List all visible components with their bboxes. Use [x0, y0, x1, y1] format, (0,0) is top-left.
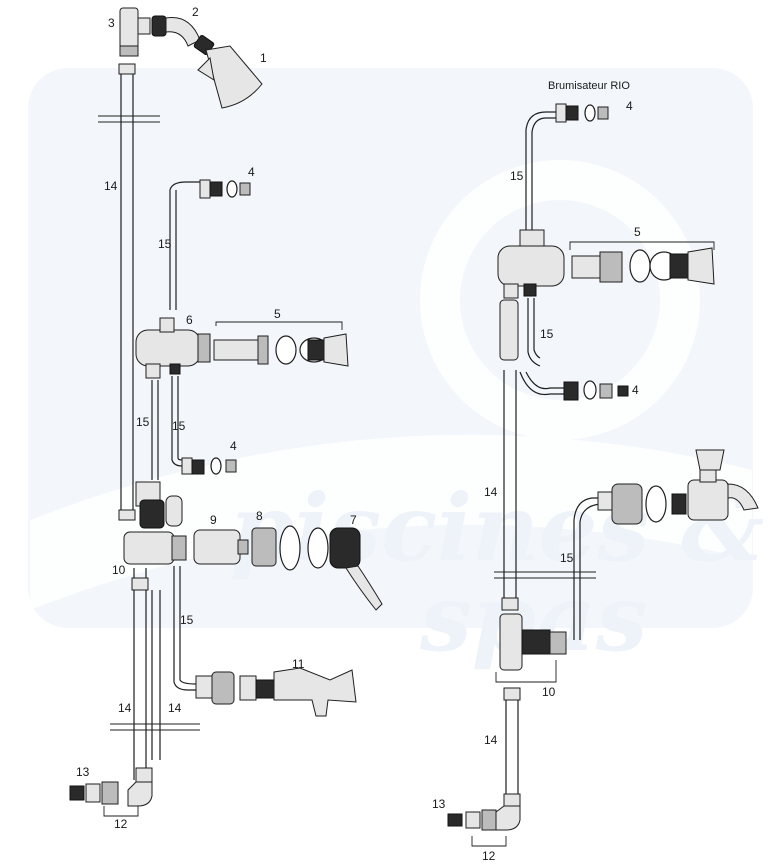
left-upper-flex-hose [169, 179, 251, 310]
part-2-shower-arm [151, 15, 215, 56]
label-14d: 14 [484, 485, 498, 499]
part-5-cartridge-right [569, 241, 715, 285]
right-mixer-body [497, 229, 565, 299]
label-7: 7 [350, 513, 357, 527]
part-1-shower-head [197, 45, 263, 109]
label-15f: 15 [540, 327, 554, 341]
left-bottom-fittings [69, 767, 153, 817]
part-9-cartridge [193, 529, 249, 565]
part-3-elbow [119, 7, 151, 57]
title-brumisateur: Brumisateur RIO [548, 80, 630, 92]
label-15a: 15 [158, 237, 172, 251]
right-tee-10 [495, 613, 567, 683]
right-hose-to-valve [573, 449, 759, 640]
label-15b: 15 [136, 415, 150, 429]
left-middle-hoses [151, 376, 237, 480]
label-10b: 10 [542, 685, 556, 699]
left-lower-pipes [110, 568, 200, 780]
label-4c: 4 [626, 99, 633, 113]
label-3: 3 [108, 16, 115, 30]
label-12b: 12 [482, 849, 496, 863]
label-4d: 4 [632, 383, 639, 397]
label-5a: 5 [274, 307, 281, 321]
part-5-cartridge-left [213, 321, 349, 367]
part-8-nut [251, 527, 277, 567]
part-7-lever [279, 525, 383, 611]
label-14c: 14 [168, 701, 182, 715]
part-6-mixer-body [135, 317, 211, 379]
watermark-line2: spas [419, 564, 648, 672]
label-13a: 13 [76, 765, 90, 779]
left-lower-hose [173, 566, 275, 705]
label-12a: 12 [114, 817, 128, 831]
label-5b: 5 [634, 225, 641, 239]
part-11-spout [273, 667, 357, 717]
part-labels: 1 2 3 4 4 5 6 7 8 9 10 11 12 13 14 14 14… [76, 5, 641, 863]
label-15d: 15 [180, 613, 194, 627]
label-4a: 4 [248, 165, 255, 179]
label-2: 2 [192, 5, 199, 19]
label-15e: 15 [510, 169, 524, 183]
label-11: 11 [292, 657, 305, 671]
right-main-pipe [494, 370, 596, 611]
right-lower-pipe [503, 687, 521, 807]
part-10-mixer [123, 481, 187, 565]
label-14e: 14 [484, 733, 498, 747]
label-6: 6 [186, 313, 193, 327]
label-4b: 4 [230, 439, 237, 453]
left-vertical-pipe [98, 63, 160, 521]
right-bottom-fittings [447, 805, 521, 847]
label-13b: 13 [432, 797, 446, 811]
label-14b: 14 [118, 701, 132, 715]
label-15g: 15 [560, 551, 574, 565]
label-14a: 14 [104, 179, 118, 193]
right-upper-hose [525, 103, 609, 232]
label-1: 1 [260, 51, 267, 65]
label-15c: 15 [172, 419, 186, 433]
label-8: 8 [256, 509, 263, 523]
label-10a: 10 [112, 563, 126, 577]
right-middle-pipes [499, 298, 629, 401]
label-9: 9 [210, 513, 217, 527]
